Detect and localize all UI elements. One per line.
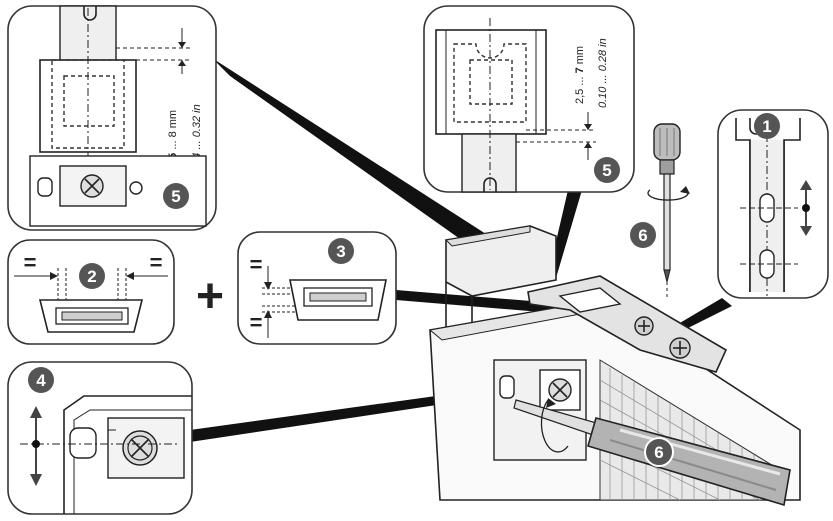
leader-callout-4 — [190, 386, 510, 442]
callout-panel-2: = = 2 — [7, 239, 175, 345]
callout-panel-5-top: 2,5 ... 7 mm 0.10 ... 0.28 in 5 — [423, 5, 635, 193]
dimension-mm-top: 2,5 ... 7 mm — [574, 46, 586, 104]
plus-sign: + — [196, 270, 224, 323]
device-illustration — [190, 58, 801, 507]
dimension-in-top: 0.10 ... 0.28 in — [597, 38, 609, 108]
updown-arrow-icon — [800, 180, 812, 236]
svg-text:6: 6 — [638, 226, 647, 245]
callout-panel-5-left: 3,5 ... 8 mm 0.14 ... 0.32 in 5 — [7, 5, 217, 231]
leader-callout-5-left — [212, 58, 486, 246]
rotate-arrow-icon — [647, 189, 689, 201]
updown-arrow-icon — [30, 406, 42, 486]
svg-text:6: 6 — [654, 443, 663, 462]
svg-text:2: 2 — [87, 267, 96, 286]
equal-sign-top: = — [250, 252, 263, 277]
upper-module-top — [444, 225, 531, 247]
svg-text:5: 5 — [602, 161, 611, 180]
callout-panel-4: 4 — [7, 361, 193, 515]
bracket-window — [558, 287, 622, 313]
callout-panel-1: 1 — [717, 109, 829, 299]
step-badge-6-lower: 6 — [644, 437, 674, 467]
equal-sign-left: = — [24, 250, 37, 275]
svg-text:4: 4 — [36, 371, 46, 390]
svg-text:5: 5 — [171, 187, 180, 206]
step-badge-6-upper: 6 — [630, 222, 656, 248]
screwdriver-diagonal — [513, 399, 791, 507]
svg-text:3: 3 — [336, 242, 345, 261]
screwdriver-icon — [653, 123, 681, 300]
equal-sign-bottom: = — [250, 310, 263, 335]
equal-sign-right: = — [150, 250, 163, 275]
svg-text:1: 1 — [762, 117, 771, 136]
callout-panel-3: = = 3 — [237, 231, 397, 345]
